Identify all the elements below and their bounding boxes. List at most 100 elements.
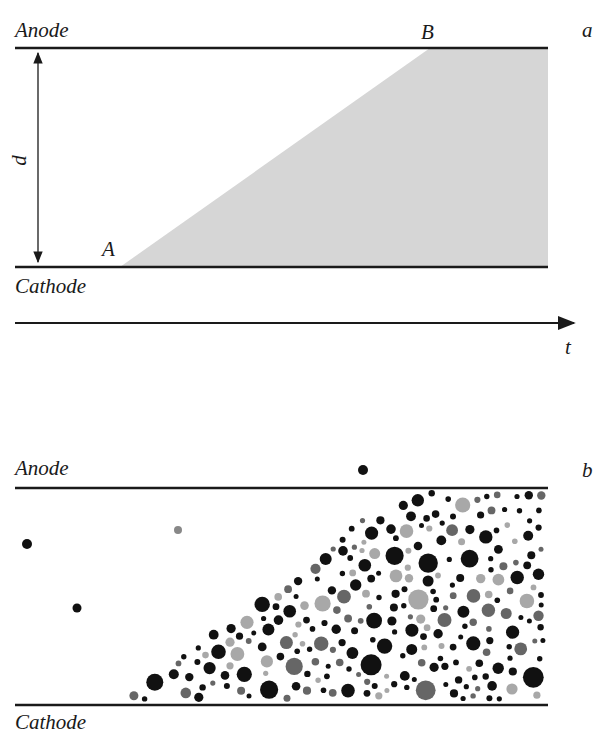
particle	[236, 633, 243, 640]
particle	[461, 696, 466, 701]
particle	[356, 672, 361, 677]
particle	[537, 656, 542, 661]
electrode-label: Anode	[15, 458, 69, 479]
particle	[416, 680, 436, 700]
particle	[467, 589, 481, 603]
particle	[435, 573, 441, 579]
particle	[312, 658, 320, 666]
particle	[384, 674, 389, 679]
particle	[493, 574, 505, 586]
particle	[494, 492, 501, 499]
particle	[539, 603, 544, 608]
particle	[226, 662, 233, 669]
particle	[196, 645, 201, 650]
particle	[486, 626, 492, 632]
particle	[532, 639, 537, 644]
particle	[169, 669, 179, 679]
particle	[506, 626, 519, 639]
cathode-line	[15, 266, 548, 269]
particle	[344, 615, 352, 623]
particle-cloud	[22, 465, 546, 702]
particle	[294, 648, 300, 654]
particle	[538, 592, 544, 598]
particle	[518, 615, 523, 620]
particle	[392, 629, 397, 634]
particle	[430, 663, 439, 672]
particle	[507, 588, 514, 595]
particle	[537, 491, 545, 499]
particle	[493, 663, 504, 674]
particle	[274, 615, 284, 625]
particle	[450, 644, 457, 651]
particle	[461, 550, 479, 568]
particle	[392, 590, 400, 598]
particle	[443, 682, 448, 687]
particle	[176, 661, 182, 667]
particle	[439, 643, 445, 649]
particle	[464, 684, 469, 689]
particle	[204, 662, 216, 674]
particle	[430, 605, 437, 612]
particle	[432, 510, 440, 518]
particle	[418, 659, 426, 667]
particle	[199, 684, 205, 690]
particle	[211, 645, 226, 660]
particle	[400, 671, 410, 681]
particle	[514, 643, 527, 656]
particle	[458, 538, 465, 545]
particle	[221, 671, 230, 680]
particle	[486, 695, 492, 701]
particle	[404, 685, 409, 690]
particle	[237, 687, 245, 695]
particle	[470, 693, 475, 698]
particle	[405, 548, 411, 554]
particle	[367, 604, 373, 610]
particle	[341, 684, 355, 698]
particle	[237, 667, 252, 682]
particle	[185, 673, 193, 681]
particle	[283, 605, 296, 618]
particle	[440, 521, 445, 526]
particle	[447, 557, 452, 562]
particle	[338, 546, 348, 556]
particle	[390, 604, 398, 612]
particle	[476, 659, 484, 667]
particle	[401, 603, 406, 608]
particle	[225, 638, 234, 647]
particle	[194, 659, 200, 665]
particle	[423, 515, 430, 522]
particle	[438, 613, 452, 627]
axis-label: t	[565, 337, 571, 358]
particle	[210, 681, 215, 686]
particle	[324, 673, 330, 679]
particle	[436, 536, 446, 546]
particle	[337, 590, 351, 604]
particle	[321, 688, 327, 694]
time-axis	[15, 322, 574, 324]
particle	[450, 513, 456, 519]
particle	[22, 539, 32, 549]
particle	[433, 629, 442, 638]
particle	[284, 585, 292, 593]
particle	[441, 663, 448, 670]
particle	[486, 637, 493, 644]
particle	[536, 525, 542, 531]
particle	[310, 564, 320, 574]
particle	[507, 644, 512, 649]
particle	[328, 586, 336, 594]
particle	[261, 655, 273, 667]
particle	[315, 576, 320, 581]
particle	[512, 539, 518, 545]
particle	[482, 604, 495, 617]
particle	[462, 624, 467, 629]
particle	[536, 508, 542, 514]
particle	[472, 675, 478, 681]
particle	[303, 617, 310, 624]
particle	[329, 689, 337, 697]
particle	[361, 654, 382, 675]
particle	[408, 589, 428, 609]
particle	[393, 535, 399, 541]
particle	[261, 616, 266, 621]
particle	[445, 496, 451, 502]
